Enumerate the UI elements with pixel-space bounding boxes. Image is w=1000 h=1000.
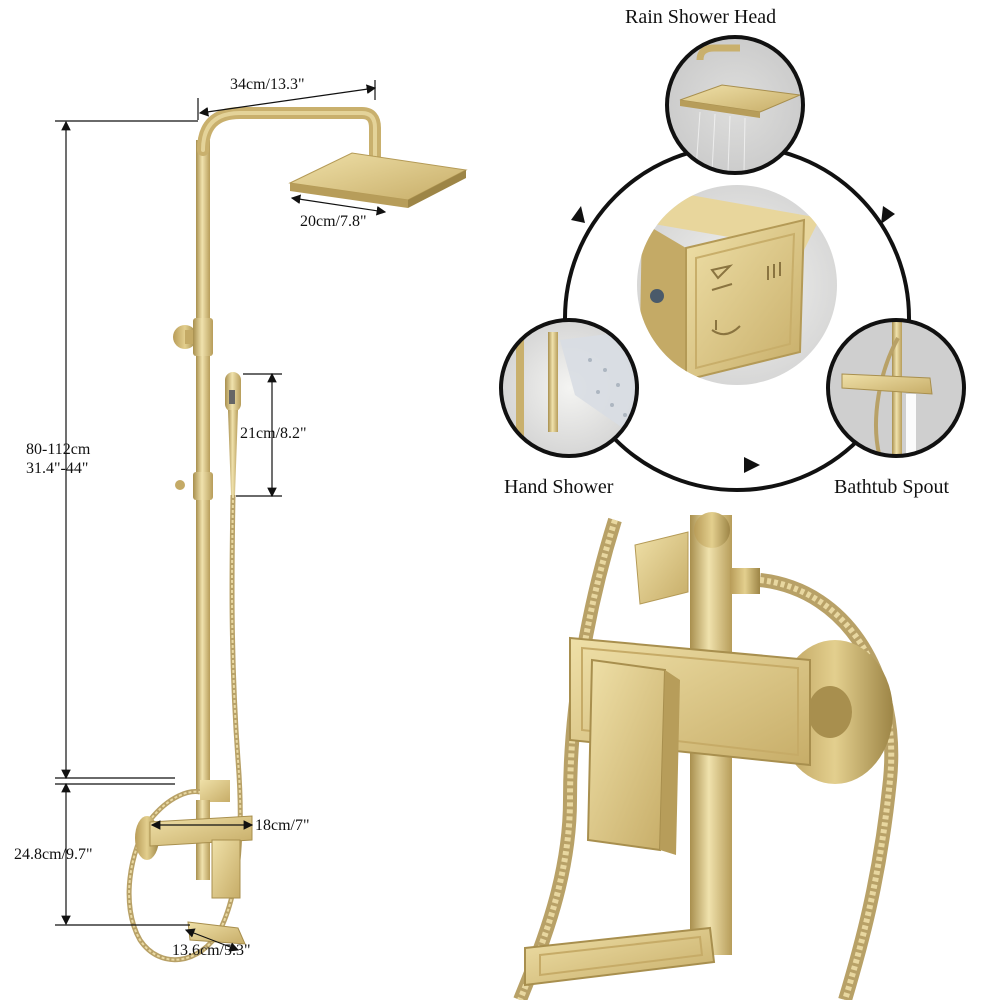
dim-width-top: 34cm/13.3" <box>230 76 305 93</box>
diverter-closeup <box>637 185 837 385</box>
label-hand-shower: Hand Shower <box>504 476 614 498</box>
slide-holder <box>193 472 213 500</box>
cycle-arrow-left <box>571 206 585 223</box>
dimension-lines <box>55 80 387 952</box>
dim-height-line1: 80-112cm <box>26 441 91 458</box>
rain-shower-inset <box>665 35 805 175</box>
valve-closeup <box>510 512 1000 1000</box>
dim-valve-width: 18cm/7" <box>255 817 310 834</box>
label-rain-shower-head: Rain Shower Head <box>625 6 777 28</box>
bathtub-spout-inset <box>826 318 966 458</box>
dim-valve-height: 24.8cm/9.7" <box>14 846 93 863</box>
hand-shower <box>225 372 241 495</box>
hand-shower-inset <box>499 318 639 458</box>
diverter <box>200 780 230 802</box>
label-bathtub-spout: Bathtub Spout <box>834 476 950 498</box>
function-cycle <box>499 35 966 492</box>
shower-arm <box>197 107 381 164</box>
tub-spout <box>187 921 246 945</box>
rain-shower-head <box>288 152 468 208</box>
dim-hand-shower: 21cm/8.2" <box>240 425 307 442</box>
cycle-arrow-bottom <box>744 457 760 473</box>
dim-head-width: 20cm/7.8" <box>300 213 367 230</box>
dim-spout-length: 13.6cm/5.3" <box>172 942 251 959</box>
dim-height-line2: 31.4"-44" <box>26 460 89 477</box>
riser-pipe <box>196 140 210 790</box>
cycle-arrow-right <box>881 206 895 224</box>
